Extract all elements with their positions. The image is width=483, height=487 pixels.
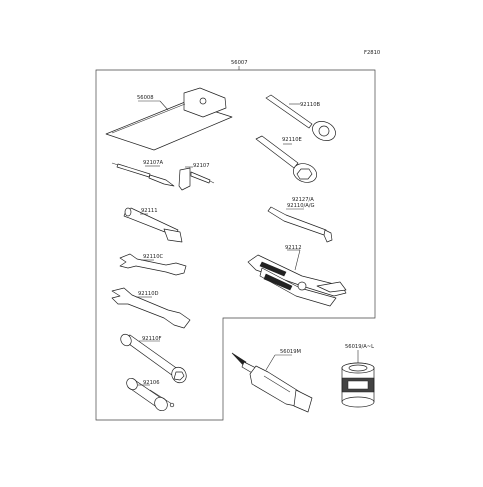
hex-wrench-label: 92127/A bbox=[292, 197, 314, 203]
oil-can-label: 56019/A~L bbox=[345, 344, 374, 350]
tool-pouch bbox=[105, 87, 233, 151]
extension-bar bbox=[123, 207, 183, 243]
pliers-leader-2 bbox=[294, 249, 301, 271]
kit-frame bbox=[95, 69, 376, 421]
kit-label: 56007 bbox=[231, 60, 248, 66]
socket-handle bbox=[126, 377, 175, 412]
extension-bar-label: 92111 bbox=[141, 208, 158, 214]
pouch-leader-2 bbox=[159, 100, 169, 111]
screwdriver-a-label: 92107A bbox=[143, 160, 164, 166]
open-spanner-d bbox=[111, 287, 191, 329]
screwdriver-label: 92107 bbox=[193, 163, 210, 169]
pliers bbox=[247, 254, 347, 307]
ring-spanner-e-label: 92110E bbox=[282, 137, 302, 143]
screwdriver-a bbox=[111, 162, 175, 187]
ring-spanner-b bbox=[265, 94, 336, 141]
grease-tube-label: 56019M bbox=[280, 349, 301, 355]
socket-handle-label: 92106 bbox=[143, 380, 160, 386]
grease-tube bbox=[231, 352, 313, 413]
hex-wrench bbox=[267, 206, 333, 243]
box-spanner-f bbox=[120, 333, 187, 384]
ring-spanner-e bbox=[255, 135, 318, 183]
pliers-label: 92112 bbox=[285, 245, 302, 251]
diagram-code: F2810 bbox=[364, 50, 380, 56]
open-spanner-c-label: 92110C bbox=[143, 254, 164, 260]
screwdriver bbox=[178, 167, 215, 191]
open-spanner-d-label: 92110D bbox=[138, 291, 159, 297]
pouch-label: 56008 bbox=[137, 95, 154, 101]
grease-tube-leader-2 bbox=[265, 354, 276, 371]
ring-spanner-b-label: 92110B bbox=[300, 102, 321, 108]
box-spanner-f-label: 92110F bbox=[142, 336, 162, 342]
oil-can bbox=[341, 362, 375, 408]
hex-wrench-alt-label: 92110/A/G bbox=[287, 203, 315, 209]
